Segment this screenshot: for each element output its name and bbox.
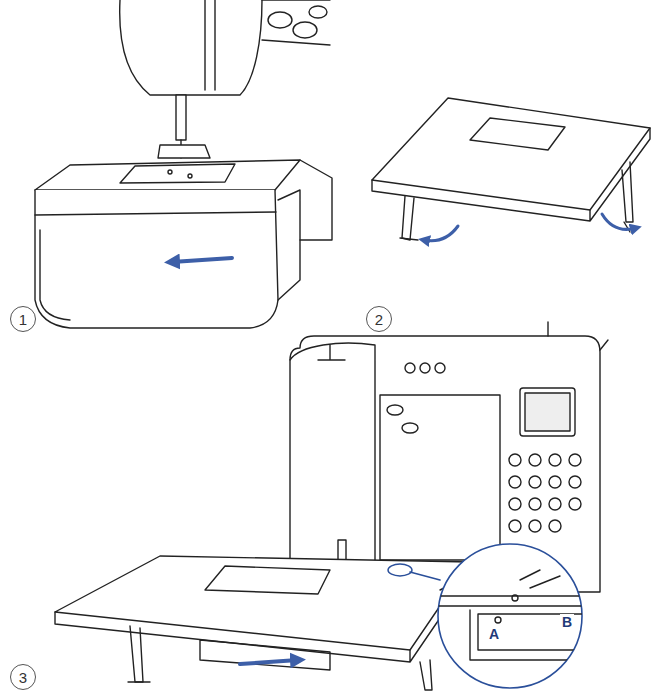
sewing-machine-step-3-part (529, 476, 541, 488)
sewing-machine-step-3-part (290, 343, 375, 592)
zoom-callout-part (438, 544, 582, 688)
extension-table-step-2-part (622, 162, 633, 222)
machine-head-step-1-part (205, 0, 215, 90)
free-arm-accessory-box-part (40, 230, 70, 320)
extension-table-step-3 (55, 556, 470, 690)
step-number: 2 (375, 312, 383, 327)
sewing-machine-step-3-part (529, 498, 541, 510)
free-arm-accessory-box-part (35, 190, 278, 328)
sewing-machine-step-3-part (569, 498, 581, 510)
free-arm-accessory-box-part (168, 170, 172, 174)
machine-head-step-1-part (176, 95, 186, 140)
machine-head-step-1-part (262, 0, 330, 45)
sewing-machine-step-3-part (549, 476, 561, 488)
direction-arrows-part (172, 258, 232, 262)
sewing-machine-step-3-part (420, 363, 430, 373)
sewing-machine-step-3-part (549, 520, 561, 532)
free-arm-accessory-box (35, 160, 332, 328)
sewing-machine-step-3-part (549, 454, 561, 466)
sewing-machine-step-3-part (509, 454, 521, 466)
slot-letter: A (487, 626, 501, 642)
machine-head-step-1 (120, 0, 330, 158)
sewing-machine-step-3-part (387, 405, 403, 415)
free-arm-accessory-box-part (120, 164, 235, 183)
sewing-machine-step-3-part (318, 345, 345, 360)
zoom-callout-part-part (495, 617, 501, 623)
step-number-circle: 3 (10, 664, 36, 690)
extension-table-step-3-part (55, 556, 470, 650)
sewing-machine-step-3 (290, 322, 608, 592)
direction-arrows (172, 214, 636, 664)
zoom-callout-part (410, 572, 440, 580)
sewing-machine-step-3-part (520, 388, 575, 436)
sewing-machine-step-3-part (509, 520, 521, 532)
machine-head-step-1-part (120, 0, 262, 95)
step-number: 3 (19, 670, 27, 685)
free-arm-accessory-box-part (278, 190, 300, 300)
slot-letter: B (560, 614, 574, 630)
zoom-callout-part (430, 570, 600, 660)
extension-table-step-3-part (200, 640, 330, 670)
sewing-machine-step-3-part (405, 363, 415, 373)
sewing-machine-step-3-part (380, 395, 500, 560)
step-number: 1 (19, 312, 27, 327)
zoom-callout (388, 544, 600, 688)
machine-head-step-1-part (309, 6, 327, 18)
extension-table-step-2 (372, 98, 650, 240)
sewing-machine-step-3-part (548, 322, 608, 350)
sewing-machine-step-3-part (569, 476, 581, 488)
sewing-machine-step-3-part (525, 393, 570, 431)
machine-head-step-1-part (268, 12, 292, 28)
zoom-callout-part-part (512, 595, 518, 601)
zoom-callout-part-part (430, 596, 600, 606)
machine-head-step-1-part (158, 145, 210, 158)
free-arm-accessory-box-part (35, 160, 300, 190)
free-arm-accessory-box-part (35, 212, 276, 215)
extension-table-step-2-part (470, 118, 565, 150)
extension-table-step-3-part (55, 562, 470, 662)
extension-table-step-3-part (130, 626, 143, 682)
extension-table-step-3-part (420, 660, 432, 690)
direction-arrows-part (602, 214, 636, 229)
extension-table-step-2-part (402, 196, 414, 240)
extension-table-step-3-part (205, 566, 330, 594)
sewing-machine-step-3-part (509, 476, 521, 488)
step-number-circle: 2 (366, 306, 392, 332)
extension-table-step-2-part (372, 98, 650, 210)
sewing-machine-step-3-part (549, 498, 561, 510)
sewing-machine-step-3-part (529, 454, 541, 466)
extension-table-step-2-part (400, 238, 418, 240)
zoom-callout-part-part (478, 614, 585, 650)
sewing-machine-step-3-part (529, 520, 541, 532)
zoom-callout-part-part (470, 610, 600, 660)
sewing-machine-step-3-part (435, 363, 445, 373)
zoom-callout-part-part (520, 570, 560, 588)
free-arm-accessory-box-part (188, 174, 192, 178)
zoom-callout-part (388, 564, 412, 576)
machine-head-step-1-part (293, 22, 317, 38)
step-number-circle: 1 (10, 306, 36, 332)
free-arm-accessory-box-part (300, 160, 332, 240)
direction-arrows-part (240, 660, 298, 664)
sewing-machine-step-3-part (509, 498, 521, 510)
extension-table-step-3-part (128, 681, 150, 682)
sewing-machine-step-3-part (402, 423, 418, 433)
direction-arrows-part (424, 226, 458, 241)
sewing-machine-step-3-part (290, 336, 600, 592)
sewing-machine-step-3-part (569, 454, 581, 466)
